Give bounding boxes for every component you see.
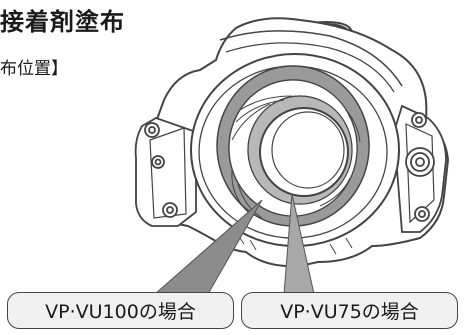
body-rim-inner <box>225 42 395 93</box>
callout-vp-vu100: VP·VU100の場合 <box>7 292 234 329</box>
page-title: 接着剤塗布 <box>0 8 125 36</box>
section-subtitle: 布位置】 <box>0 59 68 79</box>
pipe-bore-inner <box>271 111 345 189</box>
left-flange <box>134 117 197 227</box>
right-flange <box>393 104 447 233</box>
body-rim-detail <box>219 30 403 87</box>
socket-swirl-lines <box>231 95 361 219</box>
callout-vp-vu75: VP·VU75の場合 <box>241 292 458 329</box>
